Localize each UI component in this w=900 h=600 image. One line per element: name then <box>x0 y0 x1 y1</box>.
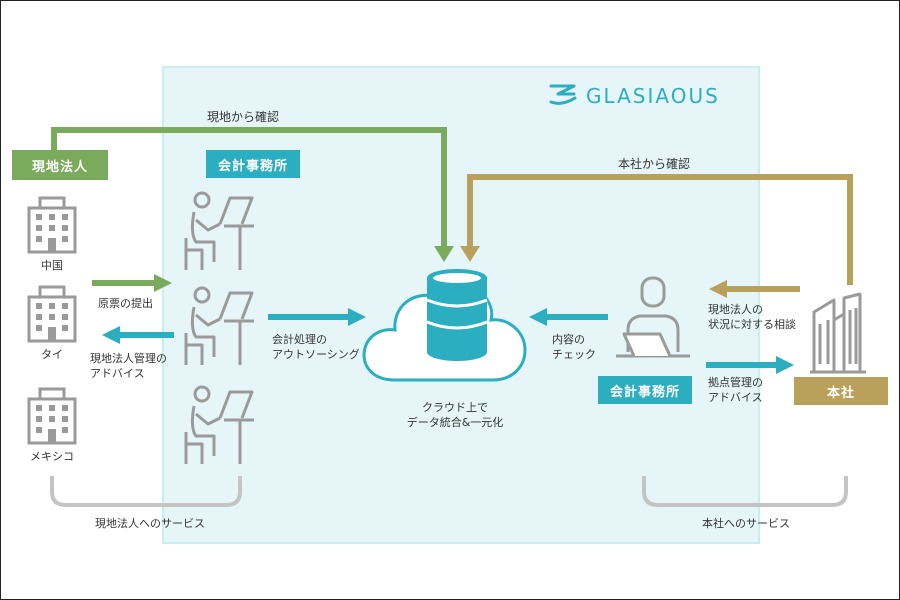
local-service-bracket <box>50 476 242 507</box>
database-icon <box>426 269 488 361</box>
confirm-local-label: 現地から確認 <box>207 110 280 124</box>
local-service-label: 現地法人へのサービス <box>95 517 205 530</box>
brand-logo-text: GLASIAOUS <box>586 84 720 108</box>
location-china: 中国 <box>41 259 63 272</box>
confirm-hq-label: 本社から確認 <box>618 157 691 171</box>
laptop-person-icon <box>616 276 690 358</box>
local-advice-arrowhead <box>102 326 120 344</box>
worker-desk-icon <box>184 286 254 365</box>
location-thailand: タイ <box>41 348 63 361</box>
office-building-icon <box>27 196 77 254</box>
office-building-icon <box>27 387 77 445</box>
voucher-arrowhead <box>154 274 172 292</box>
headquarters-tag: 本社 <box>794 377 888 405</box>
confirm-local-arrowhead <box>434 246 454 262</box>
confirm-local-line <box>51 127 447 248</box>
office-building-icon <box>27 285 77 343</box>
confirm-hq-arrowhead <box>460 246 480 262</box>
cloud-icon <box>362 269 527 382</box>
accounting-office-right-tag: 会計事務所 <box>598 376 692 404</box>
glasiaous-logo-icon <box>549 84 577 105</box>
worker-desk-icon <box>184 191 254 270</box>
consult-arrowhead <box>709 280 727 298</box>
cloud-caption-2: データ統合&一元化 <box>406 416 504 429</box>
hub-advice-arrowhead <box>776 356 794 374</box>
location-mexico: メキシコ <box>30 450 74 463</box>
accounting-office-left-tag: 会計事務所 <box>206 150 300 178</box>
hq-service-label: 本社へのサービス <box>702 517 790 530</box>
worker-desk-icon <box>184 385 254 464</box>
local-entity-tag: 現地法人 <box>12 150 108 180</box>
hq-service-bracket <box>642 476 848 507</box>
check-arrowhead <box>529 308 547 326</box>
cloud-caption-1: クラウド上で <box>422 401 488 414</box>
skyscraper-icon <box>810 292 866 374</box>
confirm-hq-line <box>467 174 853 285</box>
voucher-submit-label: 原票の提出 <box>98 297 153 310</box>
outsourcing-arrowhead <box>348 308 366 326</box>
